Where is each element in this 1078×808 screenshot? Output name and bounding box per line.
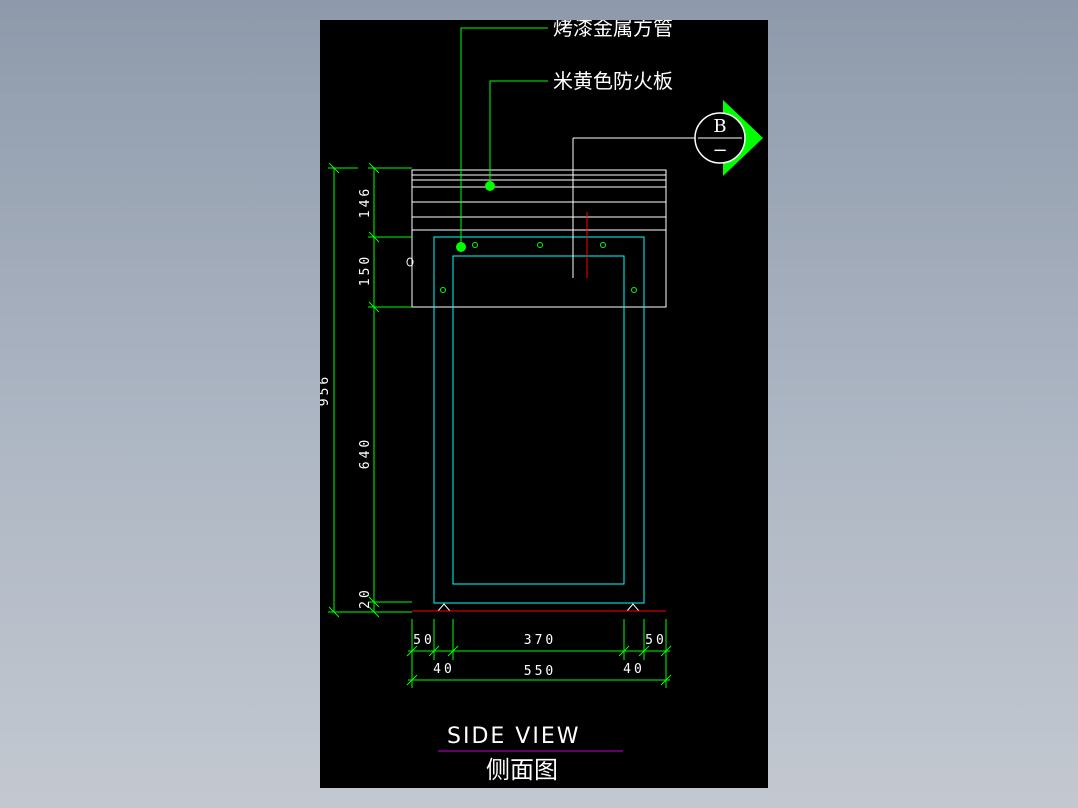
top-panel [406, 169, 667, 308]
side-view-drawing: 烤漆金属方管 米黄色防火板 B − 956 146 150 640 20 [320, 20, 763, 784]
dim-total-height: 956 [320, 374, 332, 406]
mounting-holes [440, 242, 637, 293]
dim-center-bottom: 550 [524, 664, 556, 679]
section-marker: B − [694, 100, 763, 176]
annotation-board-material: 米黄色防火板 [553, 69, 673, 93]
leader-dot-top [456, 242, 466, 252]
dim-bottom: 20 [358, 587, 373, 609]
cyan-frame [433, 236, 645, 604]
leader-dot-board [485, 181, 495, 191]
dim-right-top: 50 [645, 633, 667, 648]
title-chinese: 侧面图 [486, 756, 558, 784]
dim-upper: 150 [358, 254, 373, 286]
cad-drawing-canvas: 烤漆金属方管 米黄色防火板 B − 956 146 150 640 20 [320, 20, 768, 788]
annotation-leaders [460, 27, 548, 247]
vertical-dimensions [328, 162, 412, 618]
feet [436, 603, 641, 612]
horizontal-dimensions [406, 619, 672, 688]
dim-center-top: 370 [524, 633, 556, 648]
dim-middle: 640 [358, 437, 373, 469]
section-marker-letter: B [713, 116, 726, 137]
dim-top-band: 146 [358, 186, 373, 218]
dim-right-bottom: 40 [623, 662, 645, 677]
dim-left-top: 50 [413, 633, 435, 648]
section-marker-sub: − [712, 140, 727, 161]
dim-left-bottom: 40 [433, 662, 455, 677]
title-english: SIDE VIEW [447, 724, 580, 749]
annotation-top-material: 烤漆金属方管 [553, 20, 673, 40]
